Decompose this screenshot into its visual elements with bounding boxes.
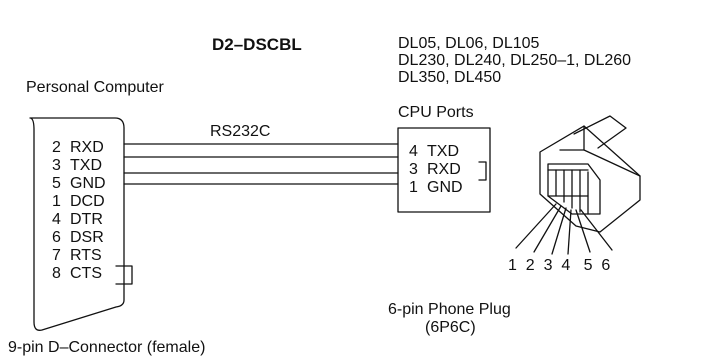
- phone-plug-label: 6-pin Phone Plug: [388, 301, 511, 318]
- pc-label: Personal Computer: [26, 79, 164, 96]
- cable-title: D2–DSCBL: [212, 35, 302, 54]
- plug-pin-numbers: 1 2 3 4 5 6: [508, 257, 611, 274]
- phone-plug-drawing: [515, 115, 641, 255]
- rts-cts-jumper: [115, 265, 133, 285]
- cpu-port-jumper: [478, 161, 487, 181]
- cpu-models-line-1: DL05, DL06, DL105: [398, 35, 540, 52]
- d-connector-shell: [29, 117, 125, 331]
- cpu-models-line-2: DL230, DL240, DL250–1, DL260: [398, 52, 632, 69]
- phone-plug-type: (6P6C): [425, 319, 476, 336]
- cpu-ports-label: CPU Ports: [398, 104, 474, 121]
- cpu-models-line-3: DL350, DL450: [398, 69, 502, 86]
- dconnector-label: 9-pin D–Connector (female): [8, 339, 206, 356]
- cable-type-label: RS232C: [210, 123, 271, 140]
- cpu-port-box: [397, 127, 491, 213]
